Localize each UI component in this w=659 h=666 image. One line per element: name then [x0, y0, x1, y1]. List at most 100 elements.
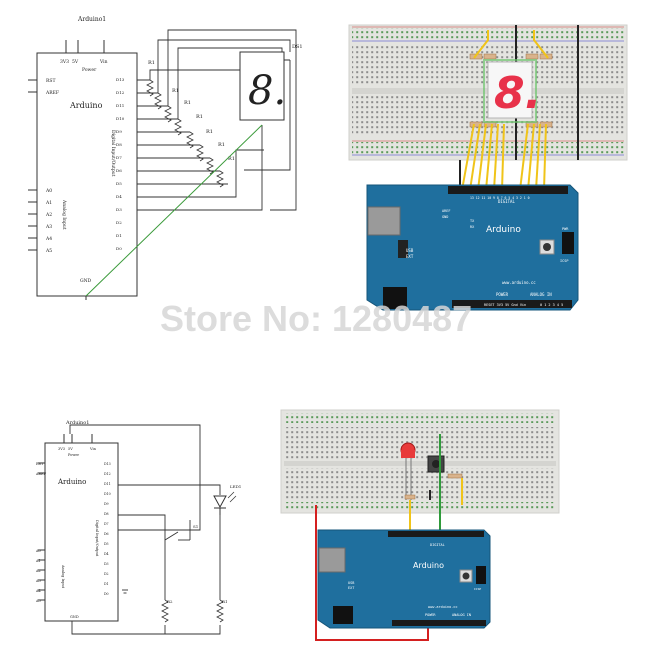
pin-label: D10 — [116, 116, 125, 121]
digital-header — [388, 531, 484, 537]
gnd-wire — [85, 124, 263, 297]
arduino-chip-outline — [36, 52, 138, 297]
power-pin-label: 3V3 — [58, 447, 65, 451]
pin-label: D12 — [116, 90, 125, 95]
hole-grid — [284, 468, 556, 500]
pin-label: D0 — [104, 592, 109, 596]
usb-port — [318, 547, 346, 573]
power-pin-label: Vin — [89, 447, 97, 451]
resistor-label: R1 — [184, 100, 191, 106]
pin-label: A2 — [45, 212, 52, 218]
left-pins: RST AREF A0 A1 A2 A3 A4 A5 — [35, 462, 47, 603]
pin-label: D13 — [104, 462, 111, 466]
pin-label: A5 — [35, 599, 41, 603]
pin-label: D3 — [116, 207, 122, 212]
pin-label: D4 — [104, 552, 109, 556]
pin-label: A1 — [35, 559, 41, 563]
bb-seven-segment — [487, 61, 533, 119]
resistor-label: R1 — [148, 60, 155, 66]
pin-label: A3 — [35, 579, 41, 583]
arduino-board — [317, 529, 491, 629]
right-pins: D13 D12 D11 D10 D9 D8 D7 D6 D5 D4 D3 D2 … — [116, 77, 125, 251]
pwr-label: PWR — [562, 227, 569, 231]
pin-label: D0 — [116, 246, 122, 251]
icsp-label: ICSP — [560, 259, 568, 263]
power-rail — [284, 502, 556, 511]
resistor-label: R1 — [172, 88, 179, 94]
resistor-label: R1 — [196, 114, 203, 120]
schematic-top: Arduino1 3V3 5V Vin Power Arduino RST AR… — [28, 16, 303, 300]
pin-label: RST — [46, 78, 55, 84]
digital-label: Digital Input/Output — [95, 520, 99, 557]
board-site: www.arduino.cc — [428, 605, 458, 609]
power-jack — [383, 287, 407, 309]
power-pin-label: Vin — [99, 59, 108, 65]
board-site: www.arduino.cc — [502, 280, 536, 285]
power-pins: RESET 3V3 5V Gnd Vin — [484, 303, 526, 307]
pin-label: A0 — [45, 188, 52, 194]
gnd-label: GND — [80, 278, 92, 284]
gnd-label: GND — [70, 615, 79, 619]
pin-label: D6 — [104, 532, 109, 536]
digital-label: Digital Input/Output — [110, 130, 116, 177]
pin-label: D2 — [116, 220, 122, 225]
pin-label: AREF — [35, 472, 47, 476]
board-name: Arduino — [486, 225, 521, 235]
pin-label: D8 — [104, 512, 109, 516]
analog-header — [392, 620, 486, 626]
rx-label: RX — [470, 225, 475, 229]
pin-label: D5 — [116, 181, 122, 186]
power-rail — [284, 413, 556, 423]
power-pin-label: 5V — [72, 59, 79, 65]
pin-label: D12 — [104, 472, 111, 476]
analog-label: ANALOG IN — [530, 292, 552, 297]
left-pins: RST AREF A0 A1 A2 A3 A4 A5 — [28, 78, 59, 254]
hole-grid — [284, 427, 556, 459]
digital-header — [448, 186, 568, 194]
resistor-r1 — [216, 599, 224, 623]
bb-display-digit: 8. — [494, 68, 541, 119]
pin-label: A4 — [35, 589, 42, 593]
r1-label: R1 — [222, 599, 228, 604]
pin-label: D2 — [104, 572, 109, 576]
pin-label: D10 — [104, 492, 111, 496]
analog-label: Analog Input — [61, 199, 67, 230]
pin-label: D8 — [116, 142, 122, 147]
gnd-label: GND — [442, 215, 448, 219]
bb-resistor — [404, 494, 416, 500]
pin-label: D1 — [104, 582, 109, 586]
tx-label: TX — [470, 219, 475, 223]
reset-button — [543, 243, 551, 251]
pin-label: D4 — [116, 194, 122, 199]
breadboard-top: 8. Arduino www.arduino.cc DIGITA — [348, 24, 628, 311]
gnd-symbol — [122, 589, 128, 594]
bb-resistor — [447, 473, 463, 479]
power-label: Power — [82, 67, 97, 73]
resistor-label: R1 — [218, 142, 225, 148]
digital-label: DIGITAL — [430, 543, 445, 547]
pin-label: D9 — [116, 129, 122, 134]
pin-label: D6 — [116, 168, 122, 173]
usb-label: USB — [348, 581, 354, 585]
resistor-r2 — [161, 599, 169, 623]
pin-label: D13 — [116, 77, 125, 82]
wire-bus — [69, 424, 221, 635]
pin-label: AREF — [45, 90, 59, 96]
breadboard-bottom: Arduino www.arduino.cc DIGITAL POWER ANA… — [280, 409, 560, 641]
pin-label: D11 — [116, 103, 124, 108]
aref-label: AREF — [442, 209, 450, 213]
board-name: Arduino — [57, 478, 86, 486]
store-watermark: Store No: 1280487 — [160, 298, 472, 339]
analog-label: Analog Input — [61, 564, 65, 589]
power-jack — [333, 606, 353, 624]
pin-label: D9 — [104, 502, 109, 506]
schematic-bottom: Arduino1 3V3 5V Vin Power Arduino RST AR… — [35, 420, 241, 635]
power-pin-label: 5V — [68, 447, 73, 451]
pin-label: RST — [36, 462, 44, 466]
reset-button — [462, 572, 470, 580]
led-label: LED1 — [230, 484, 241, 489]
power-label: Power — [68, 453, 79, 457]
pin-label: D11 — [104, 482, 111, 486]
digital-pins: 13 12 11 10 9 8 7 6 5 4 3 2 1 0 — [470, 196, 530, 200]
display-label: DS1 — [292, 44, 303, 50]
